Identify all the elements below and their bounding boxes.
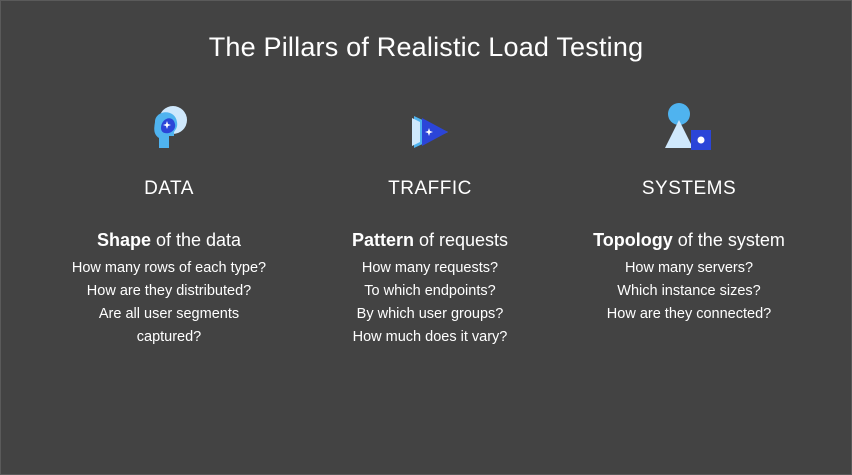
pillar-name: DATA [144,178,194,199]
pillar-systems: SYSTEMS Topology of the system How many … [554,98,824,326]
question-item: How many requests? [361,260,499,276]
subtitle-rest: of the data [150,230,242,250]
pillar-subtitle: Topology of the system [554,230,824,251]
question-list: How many servers? Which instance sizes? … [554,257,824,326]
subtitle-rest: of the system [672,230,785,250]
play-arrow-icon [295,98,565,154]
pillar-traffic: TRAFFIC Pattern of requests How many req… [295,98,565,349]
question-item: How are they connected? [606,306,772,322]
subtitle-keyword: Topology [593,230,673,250]
pillar-name: SYSTEMS [641,178,737,199]
question-item: How many servers? [624,260,754,276]
question-item: captured? [136,329,202,345]
question-item: How much does it vary? [352,329,508,345]
subtitle-keyword: Shape [96,230,151,250]
pillar-name: TRAFFIC [388,178,472,199]
question-list: How many rows of each type? How are they… [34,257,304,349]
subtitle-rest: of requests [413,230,509,250]
slide-title: The Pillars of Realistic Load Testing [208,32,644,62]
head-profile-icon [34,98,304,154]
pillar-subtitle: Shape of the data [34,230,304,251]
pillar-data: DATA Shape of the data How many rows of … [34,98,304,349]
question-item: By which user groups? [356,306,504,322]
question-item: Which instance sizes? [617,283,761,299]
question-list: How many requests? To which endpoints? B… [295,257,565,349]
question-item: To which endpoints? [364,283,496,299]
question-item: How many rows of each type? [71,260,267,276]
subtitle-keyword: Pattern [351,230,414,250]
shapes-icon [554,98,824,154]
pillar-subtitle: Pattern of requests [295,230,565,251]
question-item: Are all user segments [98,306,240,322]
question-item: How are they distributed? [86,283,252,299]
